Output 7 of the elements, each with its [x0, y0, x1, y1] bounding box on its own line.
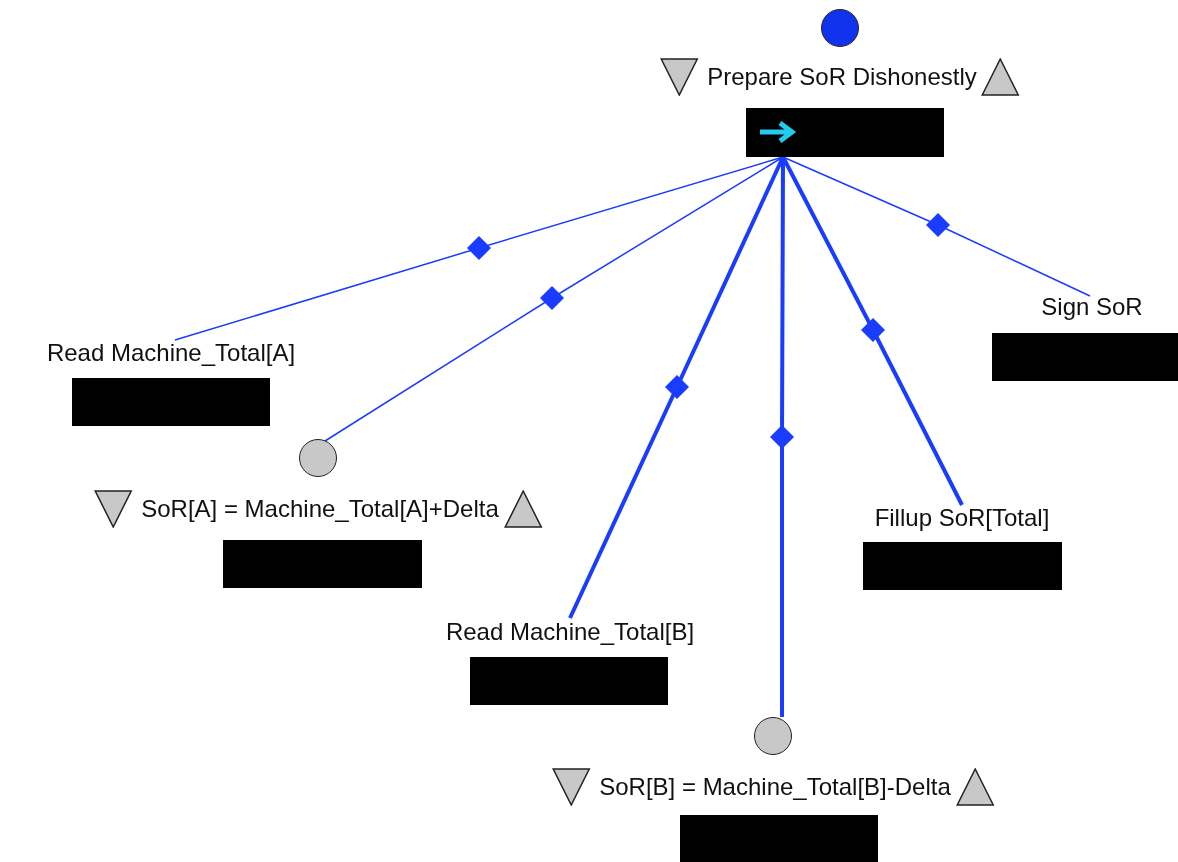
node-label: SoR[A] = Machine_Total[A]+Delta [141, 495, 499, 523]
node-label: SoR[B] = Machine_Total[B]-Delta [599, 773, 951, 801]
node-label: Sign SoR [1041, 293, 1143, 321]
node-label: Read Machine_Total[A] [46, 339, 296, 367]
node-label: Fillup SoR[Total] [874, 504, 1050, 532]
node-label: Read Machine_Total[B] [445, 618, 695, 646]
node-label: Prepare SoR Dishonestly [707, 63, 977, 91]
